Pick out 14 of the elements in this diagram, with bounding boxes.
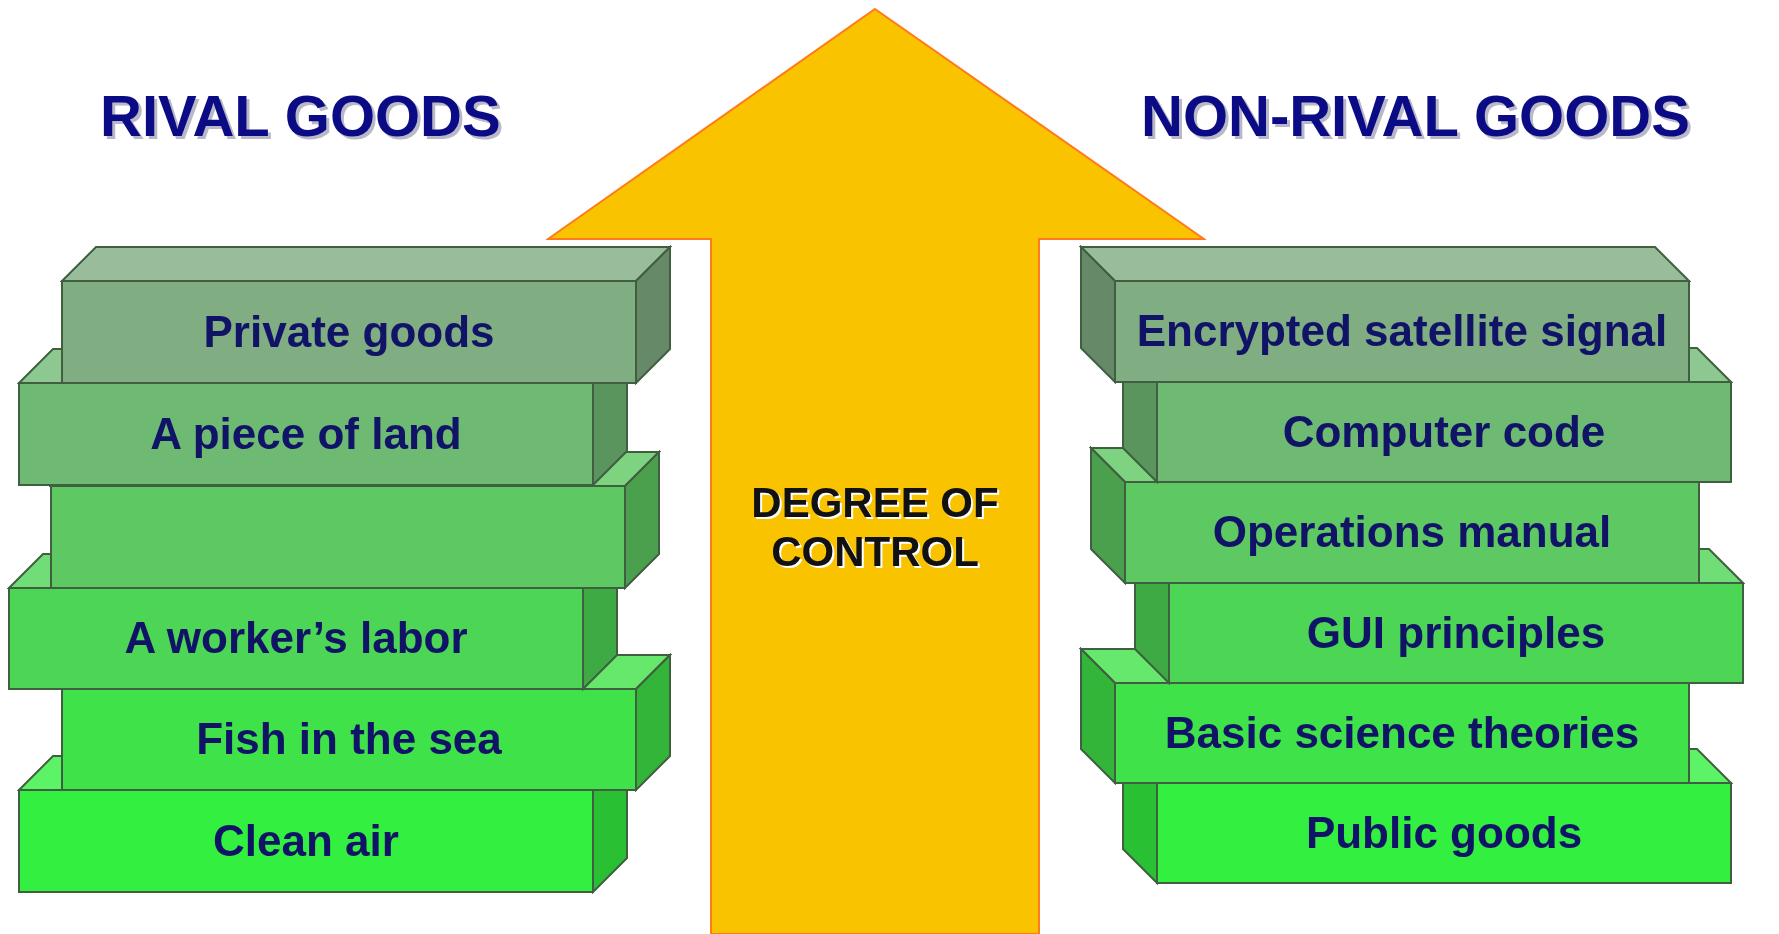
block-label: Basic science theories — [1164, 707, 1640, 759]
block-label: GUI principles — [1306, 607, 1606, 659]
column-heading: RIVAL GOODS — [100, 82, 501, 149]
block-label: Operations manual — [1212, 507, 1612, 558]
block-label: A piece of land — [150, 408, 462, 460]
block-label: Encrypted satellite signal — [1136, 306, 1668, 357]
block-label: Clean air — [213, 815, 399, 867]
arrow-label: DEGREE OF CONTROL — [750, 479, 1000, 576]
block-label: Computer code — [1282, 406, 1606, 458]
block-label: Fish in the sea — [196, 714, 502, 765]
block-label: A worker’s labor — [124, 613, 468, 664]
block-label: Public goods — [1305, 807, 1583, 859]
block-label: Private goods — [203, 306, 495, 358]
column-heading: NON-RIVAL GOODS — [1141, 82, 1690, 149]
